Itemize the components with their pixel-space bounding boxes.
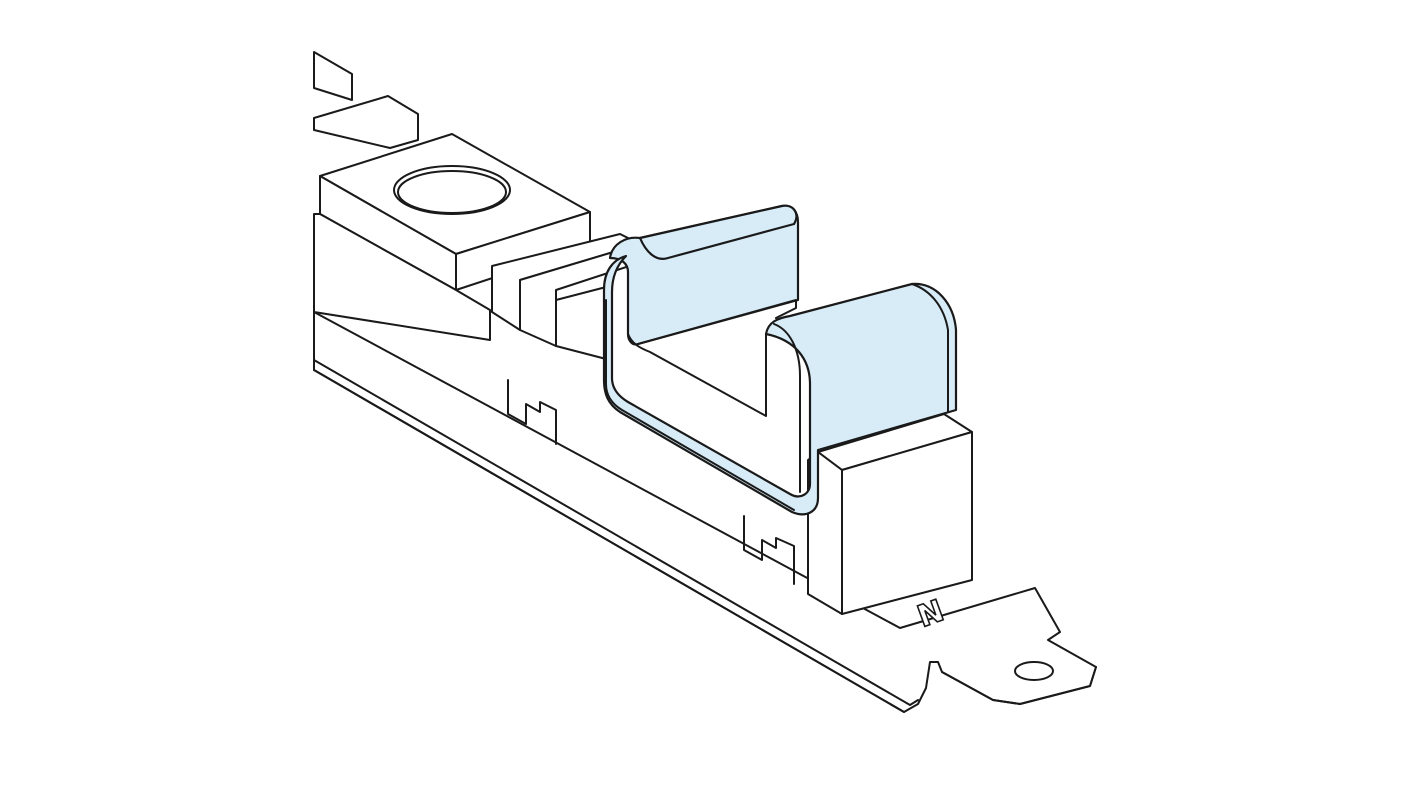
clip-front-top-curve — [911, 283, 949, 413]
screw-hole-inner — [397, 170, 507, 214]
terminal-tab-edge — [941, 666, 1097, 705]
base-rail-top-face — [313, 311, 1097, 713]
clip-outer-rim — [605, 299, 795, 511]
rail-notch-1 — [507, 379, 557, 445]
rear-block-far — [313, 51, 353, 101]
base-rail — [313, 311, 1097, 713]
middle-fins — [491, 233, 795, 585]
rear-block-mid — [313, 95, 419, 149]
fin-3 — [555, 285, 611, 361]
terminal-hole — [1014, 661, 1054, 681]
base-rail-front-edge — [313, 369, 905, 713]
rail-notch-2 — [743, 515, 795, 585]
highlighted-clip — [602, 204, 958, 516]
clip-trough-edge — [627, 333, 767, 417]
clip-trough-floor — [637, 299, 797, 345]
rear-body-side — [313, 213, 491, 341]
clip-front-curve — [773, 323, 801, 493]
clip-back-lip — [638, 204, 798, 260]
front-terminal-block — [807, 413, 973, 615]
base-rail-lip — [313, 359, 919, 706]
